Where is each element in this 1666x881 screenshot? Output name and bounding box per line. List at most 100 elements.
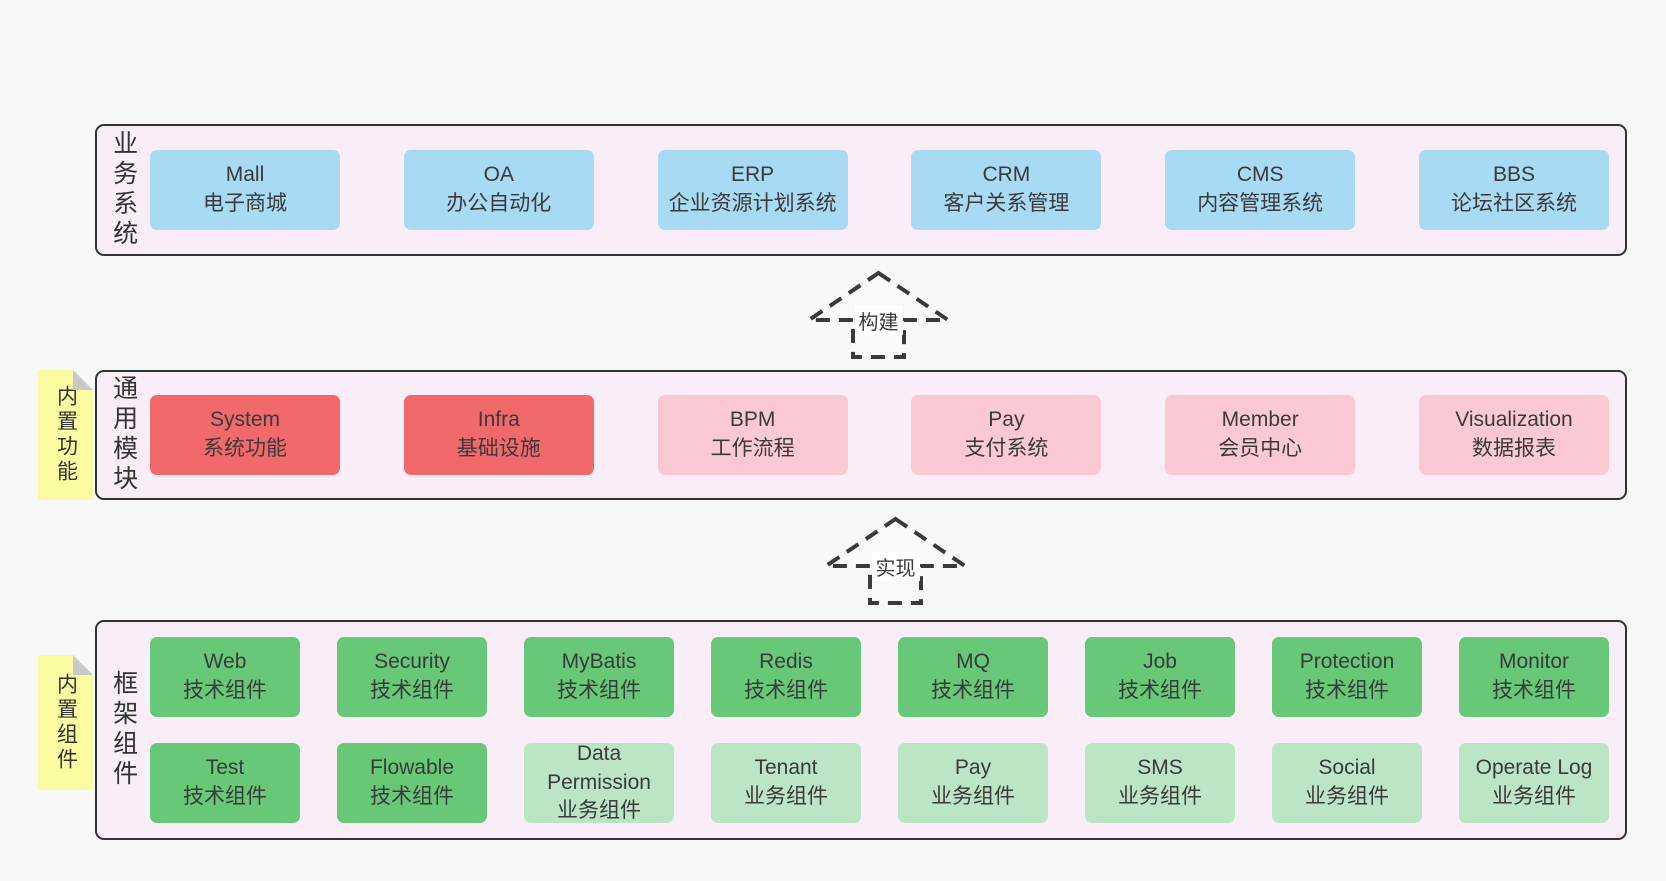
- node-name: Infra: [477, 408, 520, 432]
- node-bpm: BPM 工作流程: [657, 395, 848, 475]
- layer-components-label-col: 框架组件: [97, 622, 150, 838]
- node-bbs: BBS 论坛社区系统: [1418, 150, 1609, 230]
- node-cms: CMS 内容管理系统: [1165, 150, 1356, 230]
- node-name: Test: [205, 756, 245, 780]
- node-desc: 技术组件: [370, 679, 454, 702]
- node-desc: 业务组件: [744, 785, 828, 808]
- layer-business-label-col: 业务系统: [97, 126, 150, 254]
- node-crm: CRM 客户关系管理: [911, 150, 1102, 230]
- layer-framework-components: 框架组件 Web 技术组件 Security 技术组件 MyBatis 技术组件…: [95, 620, 1627, 840]
- components-row-2: Test 技术组件 Flowable 技术组件 Data Permission …: [150, 741, 1609, 823]
- node-name: Tenant: [754, 756, 818, 780]
- sticky-note-built-in-functions: 内置功能: [38, 370, 93, 500]
- node-desc: 技术组件: [1492, 679, 1576, 702]
- node-monitor: Monitor 技术组件: [1459, 637, 1609, 717]
- node-desc: 技术组件: [370, 785, 454, 808]
- node-name: SMS: [1137, 756, 1183, 780]
- node-desc: 电子商城: [203, 192, 287, 215]
- arrow-implement: 实现: [823, 516, 968, 606]
- node-test: Test 技术组件: [150, 743, 300, 823]
- layer-modules-label-col: 通用模块: [97, 372, 150, 498]
- layer-modules-label: 通用模块: [109, 375, 138, 495]
- node-desc: 论坛社区系统: [1450, 192, 1577, 215]
- node-social: Social 业务组件: [1272, 743, 1422, 823]
- node-sms: SMS 业务组件: [1085, 743, 1235, 823]
- node-infra: Infra 基础设施: [403, 395, 594, 475]
- node-name: MQ: [956, 650, 990, 674]
- node-name: Protection: [1299, 650, 1395, 674]
- modules-box-row: System 系统功能 Infra 基础设施 BPM 工作流程 Pay 支付系统…: [150, 395, 1625, 475]
- node-pay-module: Pay 支付系统: [911, 395, 1102, 475]
- node-name: Social: [1318, 756, 1376, 780]
- node-system: System 系统功能: [150, 395, 340, 475]
- sticky-note-built-in-components: 内置组件: [38, 655, 93, 790]
- node-desc: 业务组件: [1118, 785, 1202, 808]
- layer-business-label: 业务系统: [109, 130, 138, 250]
- node-name: CMS: [1236, 163, 1284, 187]
- node-pay-component: Pay 业务组件: [898, 743, 1048, 823]
- node-desc: 数据报表: [1471, 437, 1556, 460]
- node-name: Operate Log: [1475, 756, 1593, 780]
- node-erp: ERP 企业资源计划系统: [657, 150, 848, 230]
- node-oa: OA 办公自动化: [403, 150, 594, 230]
- node-name: Security: [374, 650, 450, 674]
- layer-common-modules: 通用模块 System 系统功能 Infra 基础设施 BPM 工作流程 Pay…: [95, 370, 1627, 500]
- node-name: BPM: [729, 408, 776, 432]
- node-tenant: Tenant 业务组件: [711, 743, 861, 823]
- node-desc: 业务组件: [557, 799, 641, 823]
- node-desc: 办公自动化: [446, 192, 552, 215]
- node-name: System: [209, 408, 280, 432]
- layer-components-label: 框架组件: [109, 670, 138, 790]
- node-desc: 内容管理系统: [1197, 192, 1324, 215]
- node-name: Data Permission: [547, 741, 651, 794]
- node-desc: 支付系统: [964, 437, 1049, 460]
- node-desc: 技术组件: [931, 679, 1015, 702]
- node-mall: Mall 电子商城: [150, 150, 340, 230]
- node-name: Pay: [988, 408, 1025, 432]
- node-name: CRM: [982, 163, 1031, 187]
- node-operate-log: Operate Log 业务组件: [1459, 743, 1609, 823]
- node-name: Flowable: [369, 756, 455, 780]
- node-protection: Protection 技术组件: [1272, 637, 1422, 717]
- node-name: ERP: [731, 163, 775, 187]
- node-desc: 业务组件: [931, 785, 1015, 808]
- node-name: Redis: [759, 650, 813, 674]
- node-desc: 业务组件: [1492, 785, 1576, 808]
- node-name: Pay: [954, 756, 992, 780]
- node-mq: MQ 技术组件: [898, 637, 1048, 717]
- node-data-permission: Data Permission 业务组件: [524, 741, 674, 823]
- node-name: Mall: [225, 163, 265, 187]
- node-member: Member 会员中心: [1165, 395, 1356, 475]
- layer-business-systems: 业务系统 Mall 电子商城 OA 办公自动化 ERP 企业资源计划系统 CRM…: [95, 124, 1627, 256]
- node-name: BBS: [1492, 163, 1535, 187]
- components-box-rows: Web 技术组件 Security 技术组件 MyBatis 技术组件 Redi…: [150, 637, 1625, 823]
- node-name: OA: [483, 163, 514, 187]
- node-desc: 工作流程: [710, 437, 795, 460]
- node-desc: 技术组件: [1305, 679, 1389, 702]
- node-desc: 系统功能: [203, 437, 287, 460]
- node-name: Member: [1221, 408, 1299, 432]
- arrow-build-label: 构建: [854, 306, 903, 335]
- node-desc: 会员中心: [1218, 437, 1303, 460]
- node-mybatis: MyBatis 技术组件: [524, 637, 674, 717]
- node-desc: 企业资源计划系统: [668, 192, 837, 215]
- sticky-components-label: 内置组件: [54, 672, 78, 773]
- business-box-row: Mall 电子商城 OA 办公自动化 ERP 企业资源计划系统 CRM 客户关系…: [150, 150, 1625, 230]
- arrow-build: 构建: [806, 270, 951, 360]
- node-desc: 业务组件: [1305, 785, 1389, 808]
- sticky-modules-label: 内置功能: [54, 385, 78, 485]
- node-desc: 技术组件: [744, 679, 828, 702]
- components-row-1: Web 技术组件 Security 技术组件 MyBatis 技术组件 Redi…: [150, 637, 1609, 717]
- node-desc: 技术组件: [1118, 679, 1202, 702]
- node-desc: 技术组件: [183, 679, 267, 702]
- node-visualization: Visualization 数据报表: [1418, 395, 1609, 475]
- node-desc: 基础设施: [456, 437, 541, 460]
- node-name: Monitor: [1498, 650, 1570, 674]
- arrow-implement-label: 实现: [871, 552, 920, 581]
- node-redis: Redis 技术组件: [711, 637, 861, 717]
- node-name: Visualization: [1455, 408, 1573, 432]
- node-name: Web: [203, 650, 247, 674]
- node-name: Job: [1143, 650, 1177, 674]
- node-desc: 客户关系管理: [943, 192, 1070, 215]
